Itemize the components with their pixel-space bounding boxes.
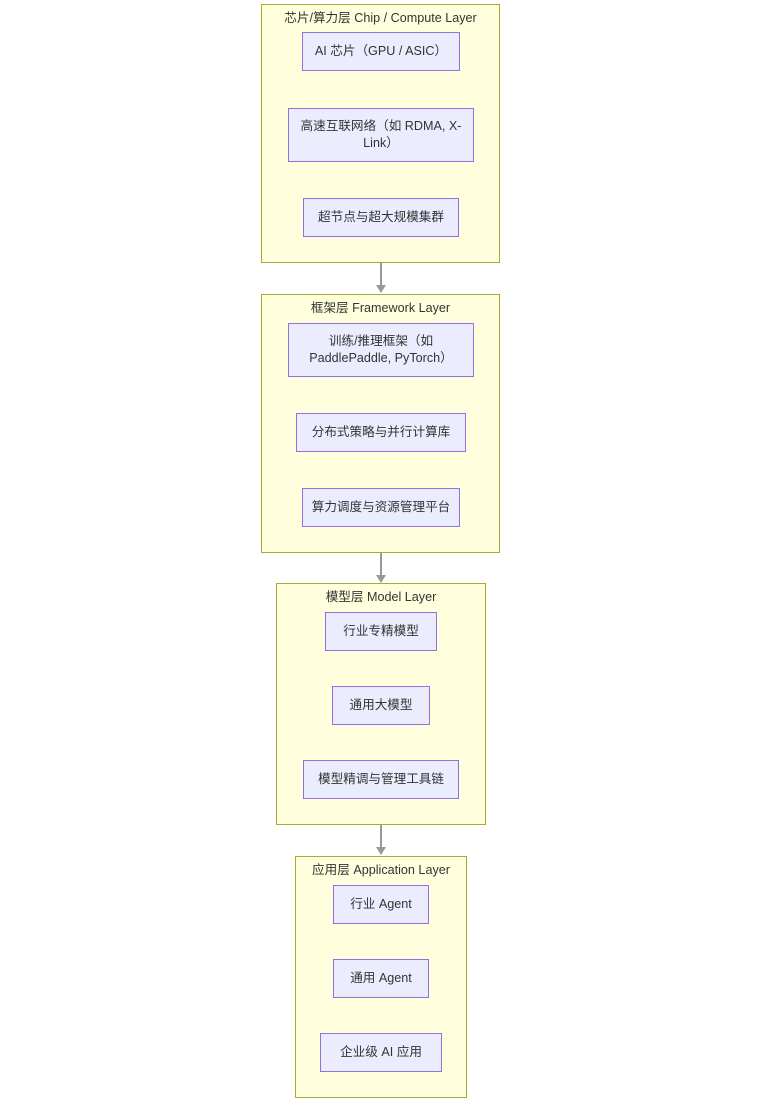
node-industry-model[interactable]: 行业专精模型: [325, 612, 437, 651]
edge-model-to-application-line: [380, 825, 382, 848]
edge-chip-to-framework-line: [380, 263, 382, 286]
edge-framework-to-model-line: [380, 553, 382, 576]
node-enterprise-ai-app[interactable]: 企业级 AI 应用: [320, 1033, 442, 1072]
node-ai-chip[interactable]: AI 芯片（GPU / ASIC）: [302, 32, 460, 71]
node-interconnect[interactable]: 高速互联网络（如 RDMA, X-Link）: [288, 108, 474, 162]
node-model-tooling[interactable]: 模型精调与管理工具链: [303, 760, 459, 799]
node-distributed-strategy[interactable]: 分布式策略与并行计算库: [296, 413, 466, 452]
edge-framework-to-model-arrowhead: [376, 575, 386, 583]
edge-chip-to-framework-arrowhead: [376, 285, 386, 293]
node-supernode-cluster[interactable]: 超节点与超大规模集群: [303, 198, 459, 237]
node-industry-agent[interactable]: 行业 Agent: [333, 885, 429, 924]
node-general-agent[interactable]: 通用 Agent: [333, 959, 429, 998]
edge-model-to-application-arrowhead: [376, 847, 386, 855]
node-general-model[interactable]: 通用大模型: [332, 686, 430, 725]
node-train-infer-framework[interactable]: 训练/推理框架（如 PaddlePaddle, PyTorch）: [288, 323, 474, 377]
node-compute-scheduling[interactable]: 算力调度与资源管理平台: [302, 488, 460, 527]
